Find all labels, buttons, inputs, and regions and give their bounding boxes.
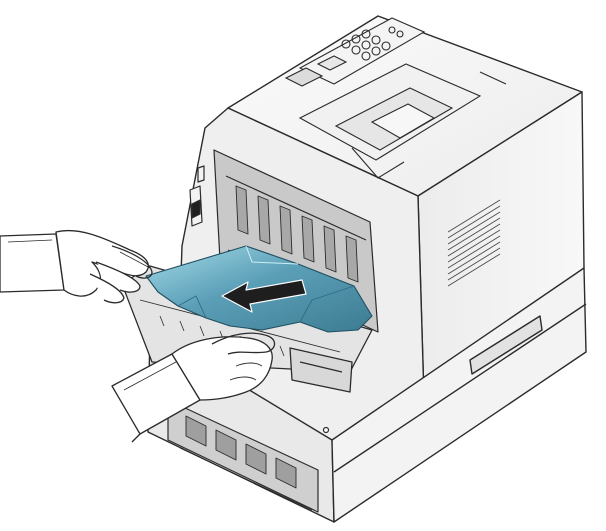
top-details (284, 17, 507, 179)
left-sleeve (0, 233, 65, 293)
arrow-left-icon (221, 279, 307, 313)
right-hand (111, 332, 276, 443)
side-vent-grille (447, 199, 501, 287)
lower-rear-access (167, 399, 330, 513)
left-hand (0, 230, 153, 304)
